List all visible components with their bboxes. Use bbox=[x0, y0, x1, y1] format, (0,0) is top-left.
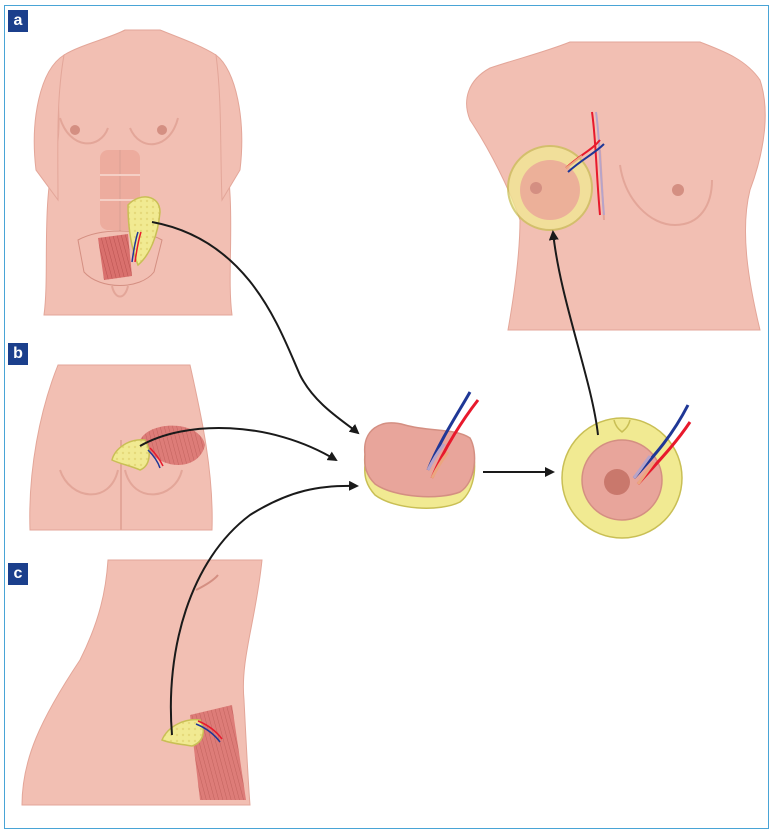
abdomen-torso-illustration bbox=[34, 30, 241, 315]
harvested-flap bbox=[365, 423, 475, 508]
panel-label-b: b bbox=[8, 343, 28, 365]
panel-label-c: c bbox=[8, 563, 28, 585]
thigh-illustration bbox=[22, 560, 262, 805]
panel-label-a: a bbox=[8, 10, 28, 32]
shaped-flap bbox=[562, 418, 682, 538]
